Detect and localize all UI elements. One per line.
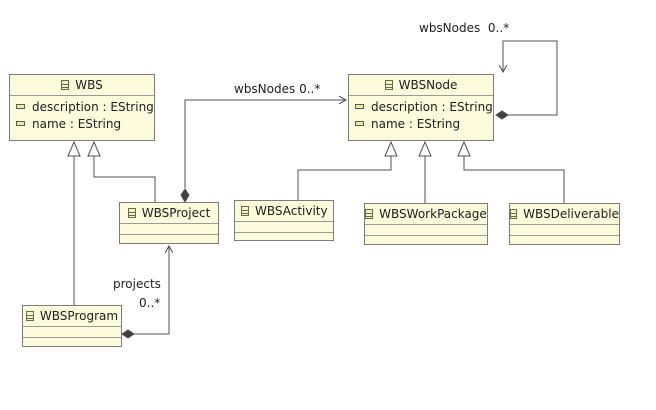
generalization-arrow-head xyxy=(384,140,398,157)
attributes-compartment xyxy=(120,224,218,235)
attributes-compartment xyxy=(510,225,619,236)
eclass-icon xyxy=(25,311,34,321)
class-name: WBSProgram xyxy=(39,309,119,323)
class-name: WBSActivity xyxy=(255,204,328,218)
attribute-text: name : EString xyxy=(371,116,461,131)
reference-name: wbsNodes xyxy=(234,82,296,96)
class-header: WBSActivity xyxy=(235,201,333,222)
class-wbs-work-package[interactable]: WBSWorkPackage xyxy=(364,203,488,245)
eattribute-icon xyxy=(355,121,364,126)
composition-node-self[interactable] xyxy=(503,40,558,116)
eclass-icon xyxy=(384,80,393,90)
eclass-icon xyxy=(241,206,249,216)
attribute-text: name : EString xyxy=(32,116,122,131)
eattribute-icon xyxy=(16,121,25,126)
generalization-activity-to-node[interactable] xyxy=(297,156,392,200)
class-header: WBSWorkPackage xyxy=(365,204,487,225)
class-header: WBSNode xyxy=(349,75,493,96)
reference-label-project-nodes: wbsNodes 0..* xyxy=(234,82,320,96)
attributes-compartment: description : EString name : EString xyxy=(349,96,493,132)
eclass-icon xyxy=(365,209,374,219)
class-header: WBSProgram xyxy=(23,306,121,327)
generalization-arrow-head xyxy=(418,140,432,157)
generalization-project-to-wbs[interactable] xyxy=(93,156,156,202)
class-wbs-node[interactable]: WBSNode description : EString name : ESt… xyxy=(348,74,494,141)
attributes-compartment xyxy=(365,225,487,236)
class-name: WBSNode xyxy=(398,78,458,92)
attribute-text: description : EString xyxy=(371,99,493,114)
eclass-icon xyxy=(127,208,136,218)
class-wbs-program[interactable]: WBSProgram xyxy=(22,305,122,347)
eclass-icon xyxy=(510,209,518,219)
class-name: WBS xyxy=(75,78,103,92)
attributes-compartment: description : EString name : EString xyxy=(10,96,154,132)
generalization-arrow-head xyxy=(87,140,101,157)
reference-multiplicity: 0..* xyxy=(487,21,510,35)
class-wbs-activity[interactable]: WBSActivity xyxy=(234,200,334,241)
composition-program-to-project[interactable] xyxy=(134,246,169,335)
reference-label-node-self: wbsNodes 0..* xyxy=(419,21,509,35)
attribute-row[interactable]: name : EString xyxy=(349,115,493,132)
class-wbs-project[interactable]: WBSProject xyxy=(119,202,219,244)
class-name: WBSProject xyxy=(141,206,211,220)
attribute-row[interactable]: description : EString xyxy=(349,98,493,115)
composition-diamond xyxy=(495,110,509,120)
eclass-icon xyxy=(61,80,70,90)
composition-project-to-node[interactable] xyxy=(184,100,346,188)
eattribute-icon xyxy=(355,104,364,109)
attribute-row[interactable]: description : EString xyxy=(10,98,154,115)
eattribute-icon xyxy=(16,104,25,109)
generalization-deliverable-to-node[interactable] xyxy=(463,156,565,203)
class-name: WBSWorkPackage xyxy=(379,207,487,221)
class-header: WBSProject xyxy=(120,203,218,224)
reference-name-projects: projects xyxy=(113,277,161,291)
composition-diamond xyxy=(180,188,190,204)
reference-multiplicity: 0..* xyxy=(299,82,321,96)
generalization-arrow-head xyxy=(457,140,471,157)
attribute-text: description : EString xyxy=(32,99,154,114)
composition-diamond xyxy=(121,329,135,339)
class-wbs-deliverable[interactable]: WBSDeliverable xyxy=(509,203,620,245)
attributes-compartment xyxy=(23,327,121,338)
class-name: WBSDeliverable xyxy=(523,207,619,221)
reference-name: wbsNodes xyxy=(419,21,481,35)
attributes-compartment xyxy=(235,222,333,233)
reference-multiplicity-projects: 0..* xyxy=(139,296,161,310)
class-wbs[interactable]: WBS description : EString name : EString xyxy=(9,74,155,141)
generalization-arrow-head xyxy=(67,140,81,157)
class-header: WBSDeliverable xyxy=(510,204,619,225)
class-header: WBS xyxy=(10,75,154,96)
attribute-row[interactable]: name : EString xyxy=(10,115,154,132)
